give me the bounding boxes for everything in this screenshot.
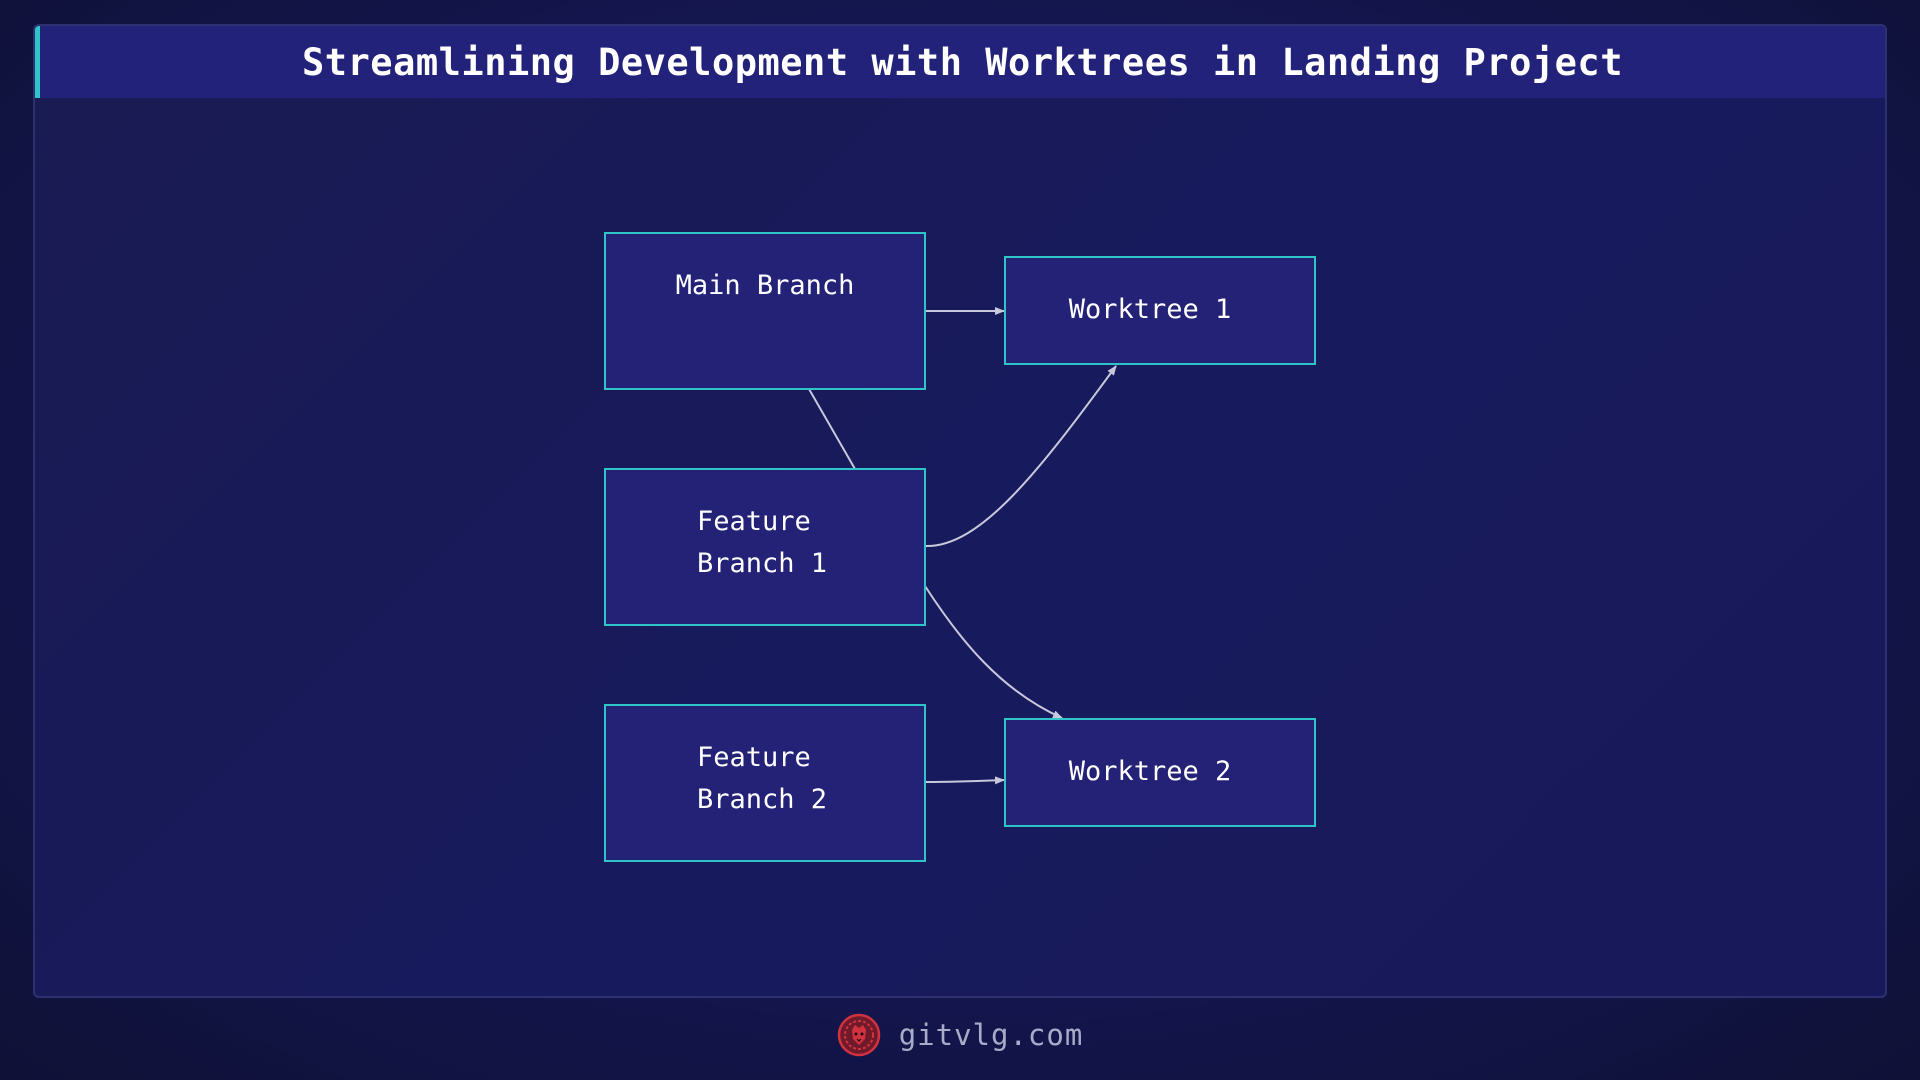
header-bar: Streamlining Development with Worktrees … xyxy=(35,26,1885,98)
node-main-branch: Main Branch xyxy=(604,232,926,390)
diagram-panel: Streamlining Development with Worktrees … xyxy=(33,24,1887,998)
node-feature-branch-2-label-line-1: Feature xyxy=(697,742,811,773)
node-worktree-2: Worktree 2 xyxy=(1004,718,1316,827)
edge-main-branch-to-feature-branch-1 xyxy=(808,388,856,470)
node-main-branch-label: Main Branch xyxy=(676,270,855,301)
node-worktree-1: Worktree 1 xyxy=(1004,256,1316,365)
node-feature-branch-2: Feature Branch 2 xyxy=(604,704,926,862)
edge-feature-branch-1-to-worktree-1 xyxy=(924,365,1117,548)
edge-feature-branch-1-to-worktree-2 xyxy=(924,585,1063,719)
node-feature-branch-1-label-line-1: Feature xyxy=(697,506,811,537)
node-feature-branch-2-label-line-2: Branch 2 xyxy=(697,784,827,815)
footer-site-link[interactable]: gitvlg.com xyxy=(898,1018,1084,1052)
node-worktree-2-label: Worktree 2 xyxy=(1069,756,1232,787)
node-feature-branch-1: Feature Branch 1 xyxy=(604,468,926,626)
page-title: Streamlining Development with Worktrees … xyxy=(301,40,1623,84)
edge-feature-branch-2-to-worktree-2 xyxy=(924,776,1005,785)
node-worktree-1-label: Worktree 1 xyxy=(1069,294,1232,325)
node-feature-branch-1-label-line-2: Branch 1 xyxy=(697,548,827,579)
footer: gitvlg.com xyxy=(0,1010,1920,1060)
lion-logo-icon xyxy=(837,1013,880,1057)
